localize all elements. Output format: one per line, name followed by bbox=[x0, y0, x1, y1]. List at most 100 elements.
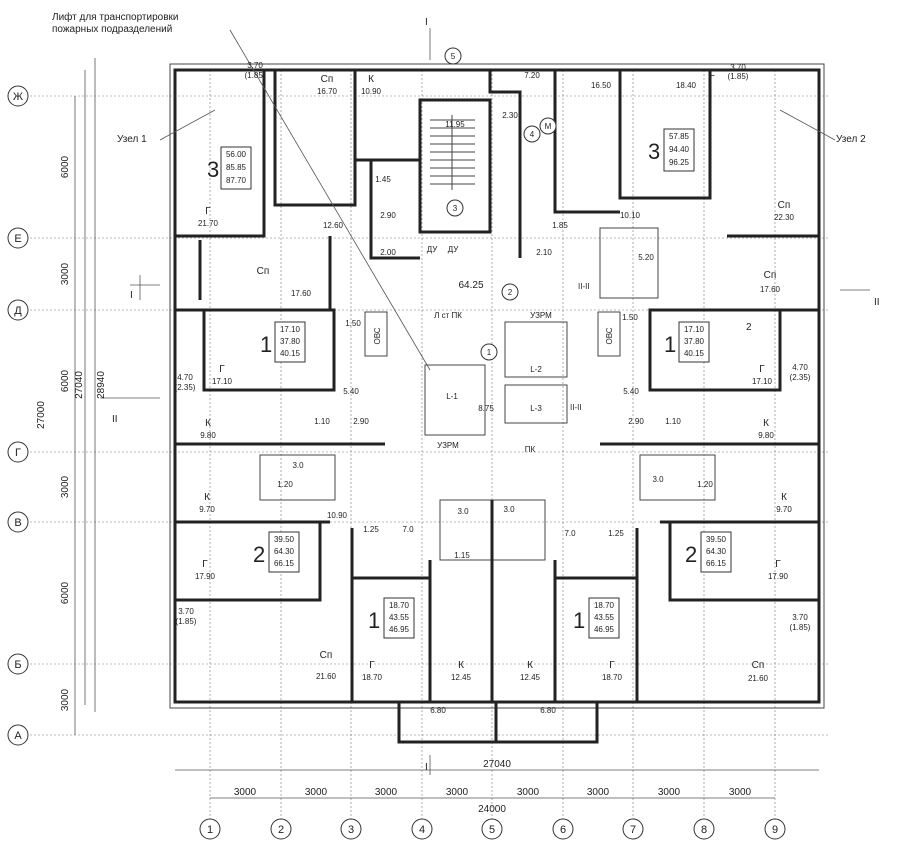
room-area-label: 1.10 bbox=[665, 417, 681, 426]
room-area-label: 3.0 bbox=[503, 505, 515, 514]
room-area-label: 9.80 bbox=[758, 431, 774, 440]
lift-note-line-1: Лифт для транспортировки bbox=[52, 11, 178, 23]
axis-row-v: В bbox=[14, 517, 21, 529]
apartment-area-total: 94.40 bbox=[669, 145, 690, 154]
room-area-label: 21.60 bbox=[748, 674, 769, 683]
room-area-label: 1.20 bbox=[697, 480, 713, 489]
axis-row-d: Д bbox=[14, 305, 22, 317]
zone-marker: 2 bbox=[508, 288, 513, 297]
section-ii-left: II bbox=[112, 414, 118, 425]
dim-span-7: 3000 bbox=[658, 787, 681, 798]
axis-row-zh: Ж bbox=[13, 91, 23, 103]
room-area-label: 1.85 bbox=[552, 221, 568, 230]
room-type-label: Г bbox=[205, 206, 211, 217]
room-type-label: Сп bbox=[764, 270, 777, 281]
axis-row-e: Е bbox=[14, 233, 21, 245]
room-area-label: 10.90 bbox=[327, 511, 348, 520]
dim-span-4: 3000 bbox=[446, 787, 469, 798]
apartment-area-living: 39.50 bbox=[706, 535, 727, 544]
apartment-area-total-balcony: 46.95 bbox=[389, 625, 410, 634]
dim-bottom-total: 27040 bbox=[483, 759, 511, 770]
apartment-tag: 2 39.50 64.30 66.15 bbox=[253, 531, 300, 573]
room-type-label: Г bbox=[709, 74, 715, 85]
loggia-area-label: 3.70 bbox=[178, 607, 194, 616]
apartment-area-living: 17.10 bbox=[280, 325, 301, 334]
dim-left-total-c: 28940 bbox=[96, 371, 107, 399]
dim-left-total-a: 27000 bbox=[36, 401, 47, 429]
apartment-number: 1 bbox=[260, 332, 272, 357]
apartment-area-total: 64.30 bbox=[274, 547, 295, 556]
dim-span-5: 3000 bbox=[517, 787, 540, 798]
stairs bbox=[430, 115, 475, 190]
dim-left-total-b: 27040 bbox=[74, 371, 85, 399]
room-area-label: 21.70 bbox=[198, 219, 219, 228]
apartment-number: 3 bbox=[648, 139, 660, 164]
apartment-number: 1 bbox=[664, 332, 676, 357]
room-area-label: 7.0 bbox=[564, 529, 576, 538]
apartment-area-total-balcony: 66.15 bbox=[274, 559, 295, 568]
room-type-label: Г bbox=[609, 660, 615, 671]
room-area-label: 1.25 bbox=[363, 525, 379, 534]
lift-note-line-2: пожарных подразделений bbox=[52, 24, 172, 35]
zone-marker: 4 bbox=[530, 130, 535, 139]
apartment-area-living: 39.50 bbox=[274, 535, 295, 544]
hydrant-label: ПК bbox=[525, 445, 536, 454]
room-area-label: 9.70 bbox=[199, 505, 215, 514]
room-area-label: 16.50 bbox=[591, 81, 612, 90]
apartment-tag: 3 57.85 94.40 96.25 bbox=[648, 128, 695, 172]
room-area-label: 17.90 bbox=[768, 572, 789, 581]
apartment-area-living: 18.70 bbox=[594, 601, 615, 610]
room-area-label: 1.25 bbox=[608, 529, 624, 538]
room-area-label: 12.45 bbox=[451, 673, 472, 682]
section-i-left: I bbox=[130, 290, 133, 301]
loggia-area-reduced: (2.35) bbox=[175, 383, 196, 392]
dim-left-5: 6000 bbox=[60, 581, 71, 604]
uzrm-label: УЗРМ bbox=[530, 311, 552, 320]
dimension-lines bbox=[74, 58, 819, 799]
apartment-area-living: 18.70 bbox=[389, 601, 410, 610]
section-i-bottom: I bbox=[425, 762, 428, 773]
outer-walls bbox=[169, 63, 825, 744]
dim-span-6: 3000 bbox=[587, 787, 610, 798]
room-type-label: Г bbox=[759, 364, 765, 375]
node-2-label: Узел 2 bbox=[836, 134, 866, 145]
apartment-area-total-balcony: 87.70 bbox=[226, 176, 247, 185]
axis-col-9: 9 bbox=[772, 824, 778, 836]
room-area-label: 17.90 bbox=[195, 572, 216, 581]
dim-span-8: 3000 bbox=[729, 787, 752, 798]
room-area-label: 7.20 bbox=[524, 71, 540, 80]
room-type-label: Г bbox=[775, 559, 781, 570]
apartment-area-total-balcony: 40.15 bbox=[280, 349, 301, 358]
lift-1-label: L-1 bbox=[446, 392, 458, 401]
smoke-exhaust-label: ДУ bbox=[448, 245, 460, 254]
interior-walls bbox=[175, 70, 819, 702]
loggia-area-reduced: (1.85) bbox=[728, 72, 749, 81]
ovs-label: ОВС bbox=[605, 327, 614, 344]
loggia-area-label: 3.70 bbox=[792, 613, 808, 622]
room-area-label: 2.00 bbox=[380, 248, 396, 257]
room-area-label: 7.0 bbox=[402, 525, 414, 534]
apartment-tag: 1 17.10 37.80 40.15 bbox=[260, 321, 306, 363]
room-area-label: 8.75 bbox=[478, 404, 494, 413]
room-type-label: К bbox=[458, 660, 464, 671]
ovs-label: ОВС bbox=[373, 327, 382, 344]
room-area-label: 1.20 bbox=[277, 480, 293, 489]
notes: Лифт для транспортировки пожарных подраз… bbox=[52, 11, 866, 145]
axis-col-3: 3 bbox=[348, 824, 354, 836]
room-area-label: 1.15 bbox=[454, 551, 470, 560]
apartment-area-total-balcony: 96.25 bbox=[669, 158, 690, 167]
room-area-label: 2.30 bbox=[502, 111, 518, 120]
note-leaders bbox=[100, 28, 870, 775]
apartment-area-living: 56.00 bbox=[226, 150, 247, 159]
room-area-label: 5.40 bbox=[343, 387, 359, 396]
section-ii-right: II bbox=[874, 297, 880, 308]
apartment-area-total-balcony: 40.15 bbox=[684, 349, 705, 358]
stair-hydrant-label: Л ст ПК bbox=[434, 311, 462, 320]
apartment-area-total-balcony: 66.15 bbox=[706, 559, 727, 568]
dim-span-3: 3000 bbox=[375, 787, 398, 798]
room-area-label: 21.60 bbox=[316, 672, 337, 681]
lift-3-label: L-3 bbox=[530, 404, 542, 413]
loggia-area-reduced: (1.85) bbox=[176, 617, 197, 626]
room-type-label: Сп bbox=[320, 650, 333, 661]
room-type-label: К bbox=[368, 74, 374, 85]
